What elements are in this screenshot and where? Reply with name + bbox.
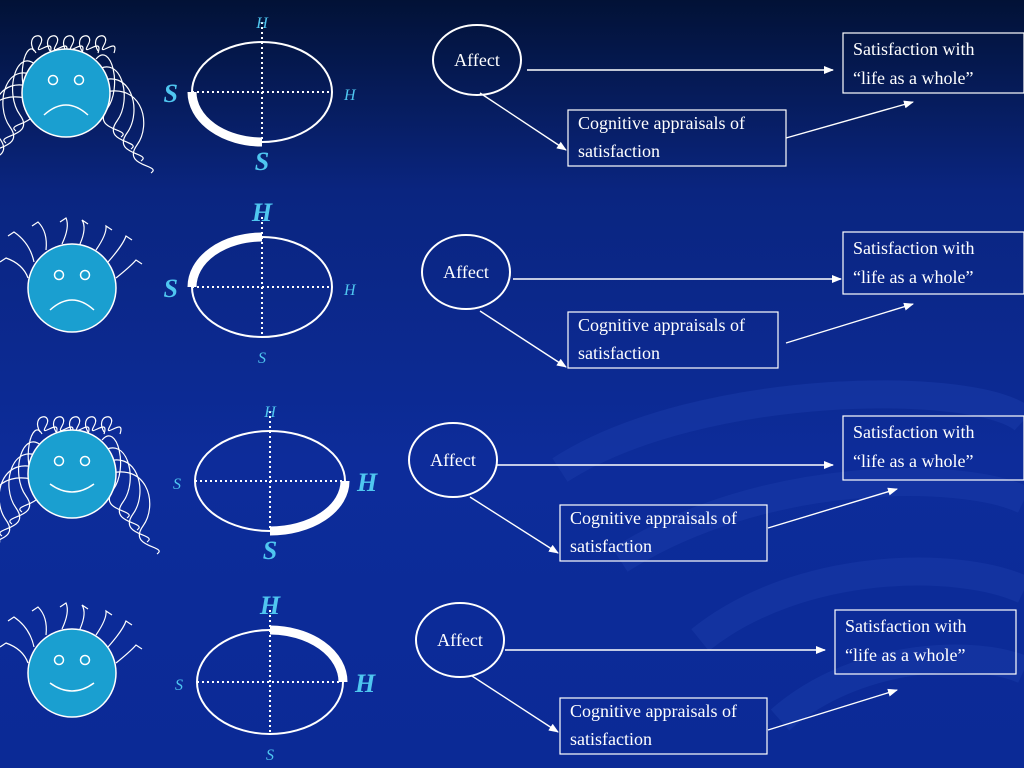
satisfaction-box: Satisfaction with “life as a whole”: [842, 32, 1024, 94]
mouth: [43, 104, 89, 116]
cognitive-appraisals-box: Cognitive appraisals of satisfaction: [559, 504, 768, 562]
appraisal-line-1: Cognitive appraisals of: [578, 113, 745, 133]
satisfaction-line-1: Satisfaction with: [853, 39, 974, 59]
arrow-affect-to-appraisal: [469, 496, 559, 554]
cognitive-appraisals-box: Cognitive appraisals of satisfaction: [567, 311, 779, 369]
label-bottom: S: [258, 350, 266, 367]
quadrant-ellipse: H S H S: [164, 15, 357, 176]
sad-face-icon: [0, 35, 154, 174]
appraisal-line-1: Cognitive appraisals of: [578, 315, 745, 335]
happy-face-icon: [0, 416, 160, 555]
affect-node: Affect: [421, 234, 511, 310]
label-bottom: S: [263, 536, 277, 565]
eye-right: [73, 74, 85, 86]
satisfaction-box: Satisfaction with “life as a whole”: [842, 415, 1024, 481]
label-top: H: [263, 404, 277, 421]
mouth: [49, 682, 95, 692]
eye-left: [53, 269, 65, 281]
satisfaction-box: Satisfaction with “life as a whole”: [834, 609, 1017, 675]
highlight-arc: [187, 91, 263, 147]
affect-label: Affect: [430, 450, 476, 470]
label-right: H: [356, 468, 378, 497]
spiky-hair: [0, 602, 143, 664]
satisfaction-line-2: “life as a whole”: [853, 267, 973, 287]
eye-right: [79, 269, 91, 281]
arrow-affect-to-appraisal: [479, 92, 567, 151]
satisfaction-line-2: “life as a whole”: [853, 451, 973, 471]
eye-left: [47, 74, 59, 86]
label-right: H: [343, 87, 357, 104]
eye-left: [53, 455, 65, 467]
label-right: H: [354, 669, 376, 698]
affect-node: Affect: [408, 422, 498, 498]
affect-node: Affect: [415, 602, 505, 678]
background-swirls: [552, 380, 1024, 731]
affect-label: Affect: [454, 50, 500, 70]
eye-left: [53, 654, 65, 666]
satisfaction-line-1: Satisfaction with: [845, 616, 966, 636]
label-bottom: S: [255, 147, 269, 176]
arrow-appraisal-to-satisfaction: [785, 100, 914, 139]
label-top: H: [259, 591, 281, 620]
appraisal-line-2: satisfaction: [578, 343, 660, 363]
appraisal-line-2: satisfaction: [570, 536, 652, 556]
affect-label: Affect: [437, 630, 483, 650]
label-top: H: [255, 15, 269, 32]
satisfaction-box: Satisfaction with “life as a whole”: [842, 231, 1024, 295]
label-left: S: [175, 677, 183, 694]
quadrant-ellipse: H S H S: [173, 404, 378, 565]
label-top: H: [251, 198, 273, 227]
highlight-arc: [269, 480, 350, 536]
label-left: S: [164, 79, 178, 108]
sad-face-icon: [0, 217, 143, 333]
label-left: S: [164, 274, 178, 303]
satisfaction-line-2: “life as a whole”: [845, 645, 965, 665]
mouth: [49, 483, 95, 493]
cognitive-appraisals-box: Cognitive appraisals of satisfaction: [567, 109, 787, 167]
affect-label: Affect: [443, 262, 489, 282]
arrow-affect-to-appraisal: [479, 310, 567, 368]
affect-node: Affect: [432, 24, 522, 96]
arrow-appraisal-to-satisfaction: [785, 302, 914, 344]
curly-hair: [0, 35, 154, 174]
eye-right: [79, 455, 91, 467]
arrow-appraisal-to-satisfaction: [767, 688, 898, 731]
quadrant-ellipse: H S H S: [175, 591, 376, 764]
label-left: S: [173, 476, 181, 493]
satisfaction-line-1: Satisfaction with: [853, 422, 974, 442]
happy-face-icon: [0, 602, 143, 718]
quadrant-ellipse: H S H S: [164, 198, 357, 367]
arrow-affect-to-appraisal: [471, 675, 559, 733]
spiky-hair: [0, 217, 143, 279]
mouth: [49, 299, 95, 311]
appraisal-line-2: satisfaction: [570, 729, 652, 749]
highlight-arc: [187, 232, 263, 288]
label-right: H: [343, 282, 357, 299]
appraisal-line-1: Cognitive appraisals of: [570, 508, 737, 528]
appraisal-line-2: satisfaction: [578, 141, 660, 161]
satisfaction-line-2: “life as a whole”: [853, 68, 973, 88]
eye-right: [79, 654, 91, 666]
highlight-arc: [269, 625, 348, 683]
satisfaction-line-1: Satisfaction with: [853, 238, 974, 258]
label-bottom: S: [266, 747, 274, 764]
appraisal-line-1: Cognitive appraisals of: [570, 701, 737, 721]
arrow-appraisal-to-satisfaction: [767, 487, 898, 529]
cognitive-appraisals-box: Cognitive appraisals of satisfaction: [559, 697, 768, 755]
